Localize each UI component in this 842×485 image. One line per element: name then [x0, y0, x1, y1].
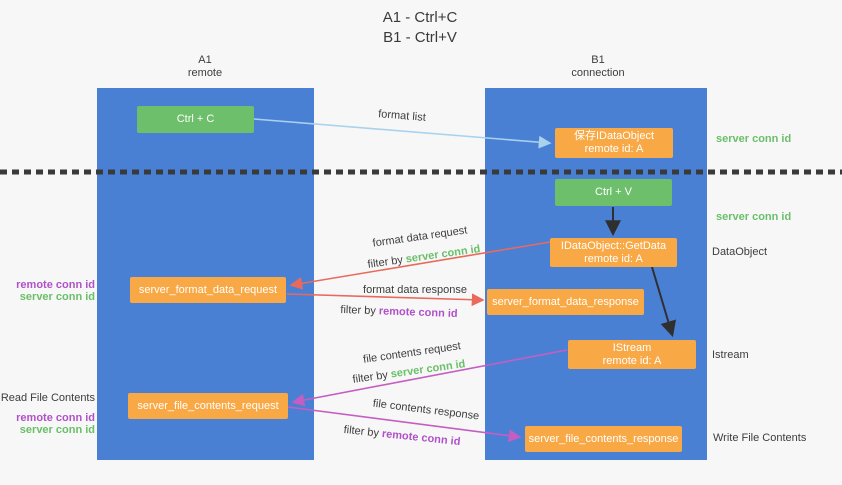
- node-istream-line2: remote id: A: [602, 354, 662, 367]
- left-conn-id-group-2: remote conn id server conn id: [0, 412, 95, 436]
- node-server-format-data-request-label: server_format_data_request: [138, 283, 278, 296]
- label-server-conn-id-mid-right: server conn id: [716, 211, 792, 223]
- left-conn-id-group-1: remote conn id server conn id: [0, 279, 95, 303]
- label-server-conn-id-left-2: server conn id: [19, 424, 95, 436]
- node-save-idataobject: 保存IDataObject remote id: A: [555, 128, 673, 158]
- node-server-file-contents-request-label: server_file_contents_request: [137, 399, 279, 412]
- node-ctrl-c-label: Ctrl + C: [176, 113, 215, 125]
- remote-conn-id-text: remote conn id: [381, 427, 461, 449]
- label-remote-conn-id-left-1: remote conn id: [16, 279, 95, 291]
- node-idataobject-getdata-line2: remote id: A: [584, 252, 643, 265]
- label-server-conn-id-top-right: server conn id: [716, 133, 792, 145]
- filter-by-text: filter by: [366, 254, 404, 271]
- column-a1-title: A1: [198, 54, 212, 66]
- label-file-contents-response: file contents response: [372, 397, 480, 423]
- node-ctrl-v: Ctrl + V: [555, 179, 672, 206]
- column-b1-title: B1: [591, 54, 605, 66]
- label-server-conn-id-left-1: server conn id: [19, 291, 95, 303]
- label-write-file-contents: Write File Contents: [713, 432, 807, 444]
- node-idataobject-getdata: IDataObject::GetData remote id: A: [550, 238, 677, 267]
- node-save-idataobject-line2: remote id: A: [584, 143, 644, 155]
- filter-by-text: filter by: [351, 369, 389, 386]
- label-format-data-response: format data response: [363, 284, 467, 296]
- server-conn-id-text: server conn id: [404, 243, 482, 266]
- filter-by-text: filter by: [340, 303, 377, 318]
- node-save-idataobject-line1: 保存IDataObject: [573, 130, 655, 142]
- node-istream-line1: IStream: [612, 341, 652, 354]
- column-header-b1: B1 connection: [538, 54, 658, 80]
- label-dataobject: DataObject: [712, 246, 768, 258]
- label-istream-side: Istream: [712, 349, 749, 361]
- node-idataobject-getdata-line1: IDataObject::GetData: [560, 239, 667, 252]
- remote-conn-id-text: remote conn id: [378, 305, 458, 321]
- label-remote-conn-id-left-2: remote conn id: [16, 412, 95, 424]
- node-ctrl-v-label: Ctrl + V: [595, 186, 632, 198]
- node-server-file-contents-response-label: server_file_contents_response: [528, 432, 679, 445]
- diagram-title: A1 - Ctrl+C B1 - Ctrl+V: [300, 8, 540, 48]
- label-format-list: format list: [377, 108, 427, 124]
- filter-by-text: filter by: [343, 423, 380, 440]
- column-b1-subtitle: connection: [571, 67, 625, 79]
- node-server-format-data-response: server_format_data_response: [487, 289, 644, 315]
- label-read-file-contents: Read File Contents: [0, 392, 95, 404]
- node-server-format-data-request: server_format_data_request: [130, 277, 286, 303]
- node-server-file-contents-request: server_file_contents_request: [128, 393, 288, 419]
- node-server-format-data-response-label: server_format_data_response: [492, 295, 639, 308]
- node-ctrl-c: Ctrl + C: [137, 106, 254, 133]
- column-header-a1: A1 remote: [145, 54, 265, 80]
- title-line-1: A1 - Ctrl+C: [382, 9, 458, 26]
- node-istream: IStream remote id: A: [568, 340, 696, 369]
- column-a1-subtitle: remote: [187, 67, 223, 79]
- title-line-2: B1 - Ctrl+V: [383, 29, 457, 46]
- server-conn-id-text: server conn id: [389, 358, 467, 381]
- node-server-file-contents-response: server_file_contents_response: [525, 426, 682, 452]
